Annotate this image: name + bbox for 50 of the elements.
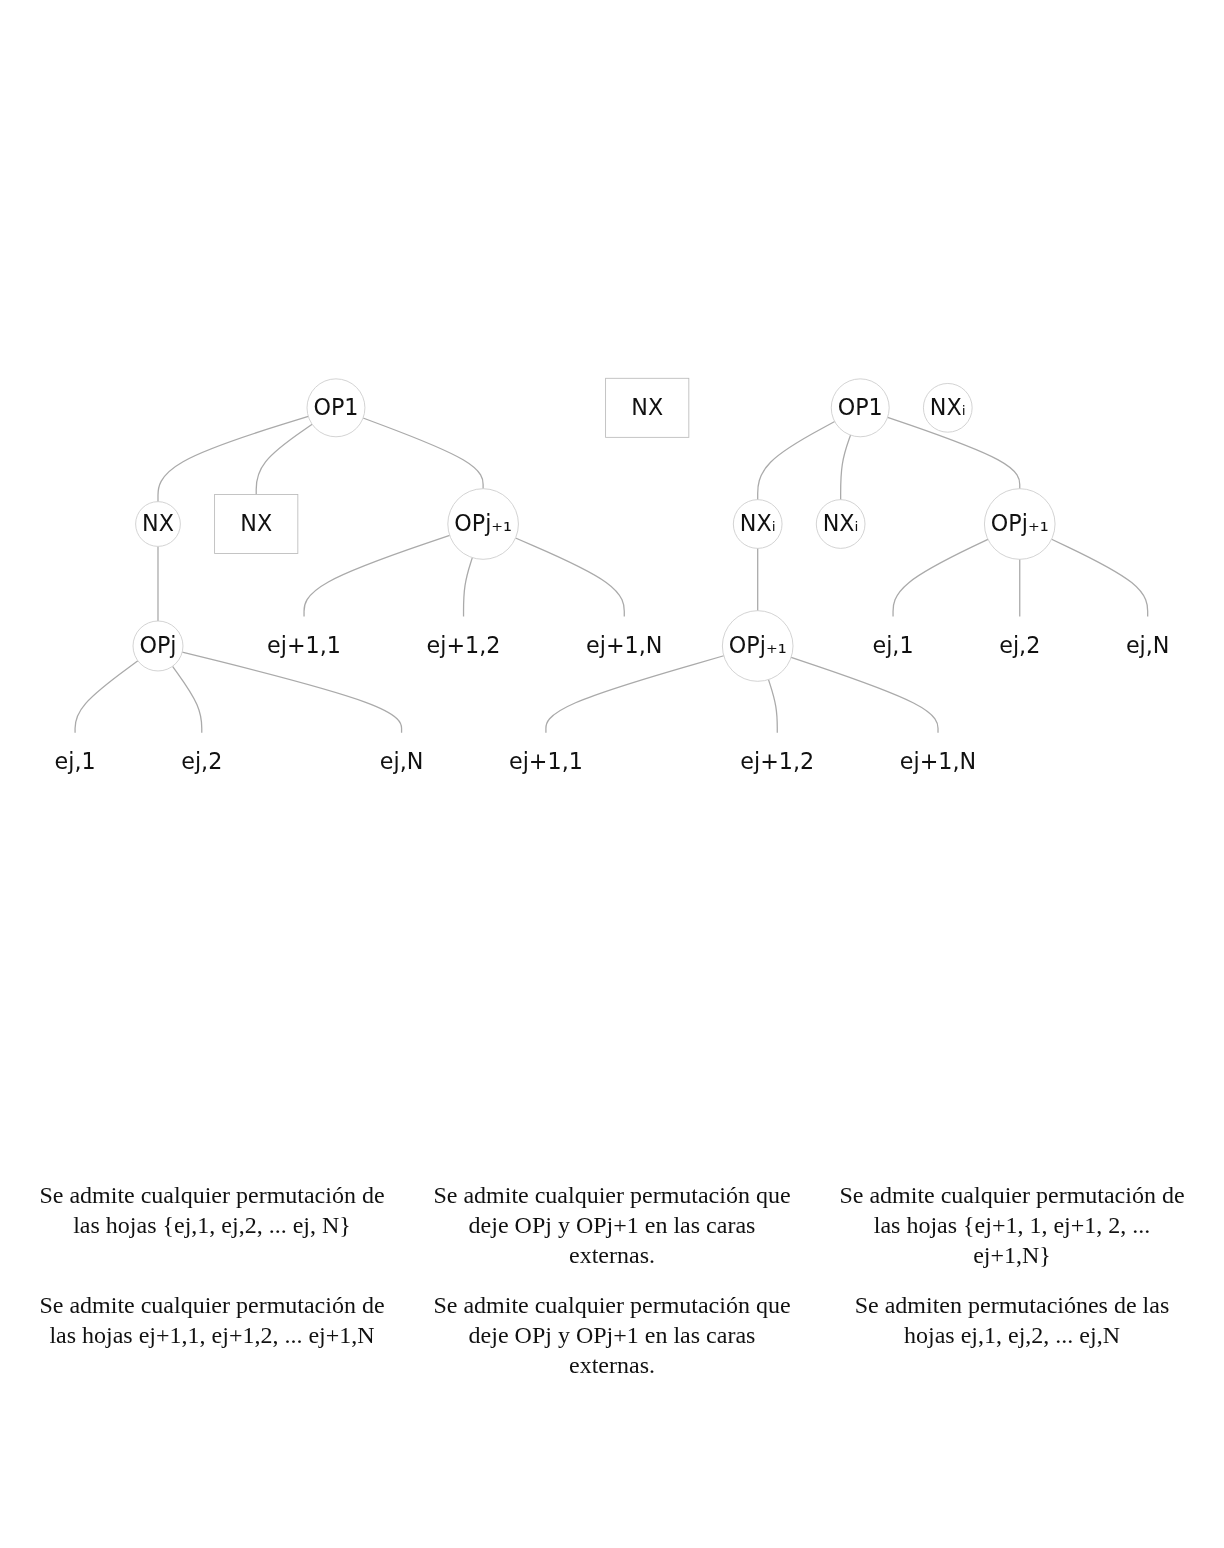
node-box: NX xyxy=(214,494,299,554)
node-text: ej,N xyxy=(1125,632,1170,659)
connector xyxy=(171,665,203,734)
connector xyxy=(886,416,1021,490)
node-text: ej+1,2 xyxy=(740,748,815,775)
node-text: ej+1,N xyxy=(586,632,663,659)
connector xyxy=(757,420,836,501)
connector xyxy=(545,655,725,734)
note-text: Se admite cualquier permutación de las hojas {ej+1, 1, ej+1, 2, ... ej+1,N} xyxy=(838,1181,1186,1270)
connector xyxy=(157,545,159,622)
node-circle: NXᵢ xyxy=(923,383,973,433)
node-circle: NXᵢ xyxy=(732,499,783,549)
node-circle: OPj₊₁ xyxy=(984,488,1056,560)
node-circle: OP1 xyxy=(830,378,890,438)
connector xyxy=(362,417,484,490)
node-circle: NXᵢ xyxy=(815,499,866,549)
note-text: Se admite cualquier permutación de las hojas ej+1,1, ej+1,2, ... ej+1,N xyxy=(38,1291,386,1350)
connector xyxy=(74,660,139,734)
node-text: ej,N xyxy=(379,748,424,775)
connector xyxy=(303,534,451,618)
note-text: Se admite cualquier permutación que deje OPj y OPj+1 en las caras externas. xyxy=(432,1291,792,1380)
node-circle: OP1 xyxy=(306,378,366,438)
node-text: ej,1 xyxy=(872,632,914,659)
node-text: ej,2 xyxy=(999,632,1041,659)
connector xyxy=(790,656,939,734)
connector xyxy=(181,651,403,734)
note-text: Se admiten permutaciónes de las hojas ej,1, ej,2, ... ej,N xyxy=(853,1291,1171,1350)
connector xyxy=(462,557,473,618)
connector xyxy=(1019,558,1021,618)
node-text: ej+1,1 xyxy=(267,632,341,659)
connector xyxy=(757,547,759,612)
note-text: Se admite cualquier permutación que deje OPj y OPj+1 en las caras externas. xyxy=(432,1181,792,1270)
note-text: Se admite cualquier permutación de las hojas {ej,1, ej,2, ... ej, N} xyxy=(38,1181,386,1240)
node-circle: NX xyxy=(135,501,181,547)
connector xyxy=(514,537,625,618)
connector xyxy=(157,415,309,503)
node-text: ej+1,1 xyxy=(508,748,583,775)
node-circle: OPj₊₁ xyxy=(721,610,794,682)
connector xyxy=(840,434,852,501)
node-circle: OPj xyxy=(132,620,184,672)
node-text: ej+1,N xyxy=(899,748,977,775)
connector xyxy=(892,538,989,618)
connector xyxy=(1050,538,1149,618)
connector xyxy=(255,423,313,496)
node-text: ej,2 xyxy=(181,748,223,775)
node-box: NX xyxy=(605,377,690,438)
node-text: ej+1,2 xyxy=(426,632,501,659)
node-text: ej,1 xyxy=(54,748,96,775)
node-circle: OPj₊₁ xyxy=(447,488,519,560)
connector xyxy=(767,678,778,734)
